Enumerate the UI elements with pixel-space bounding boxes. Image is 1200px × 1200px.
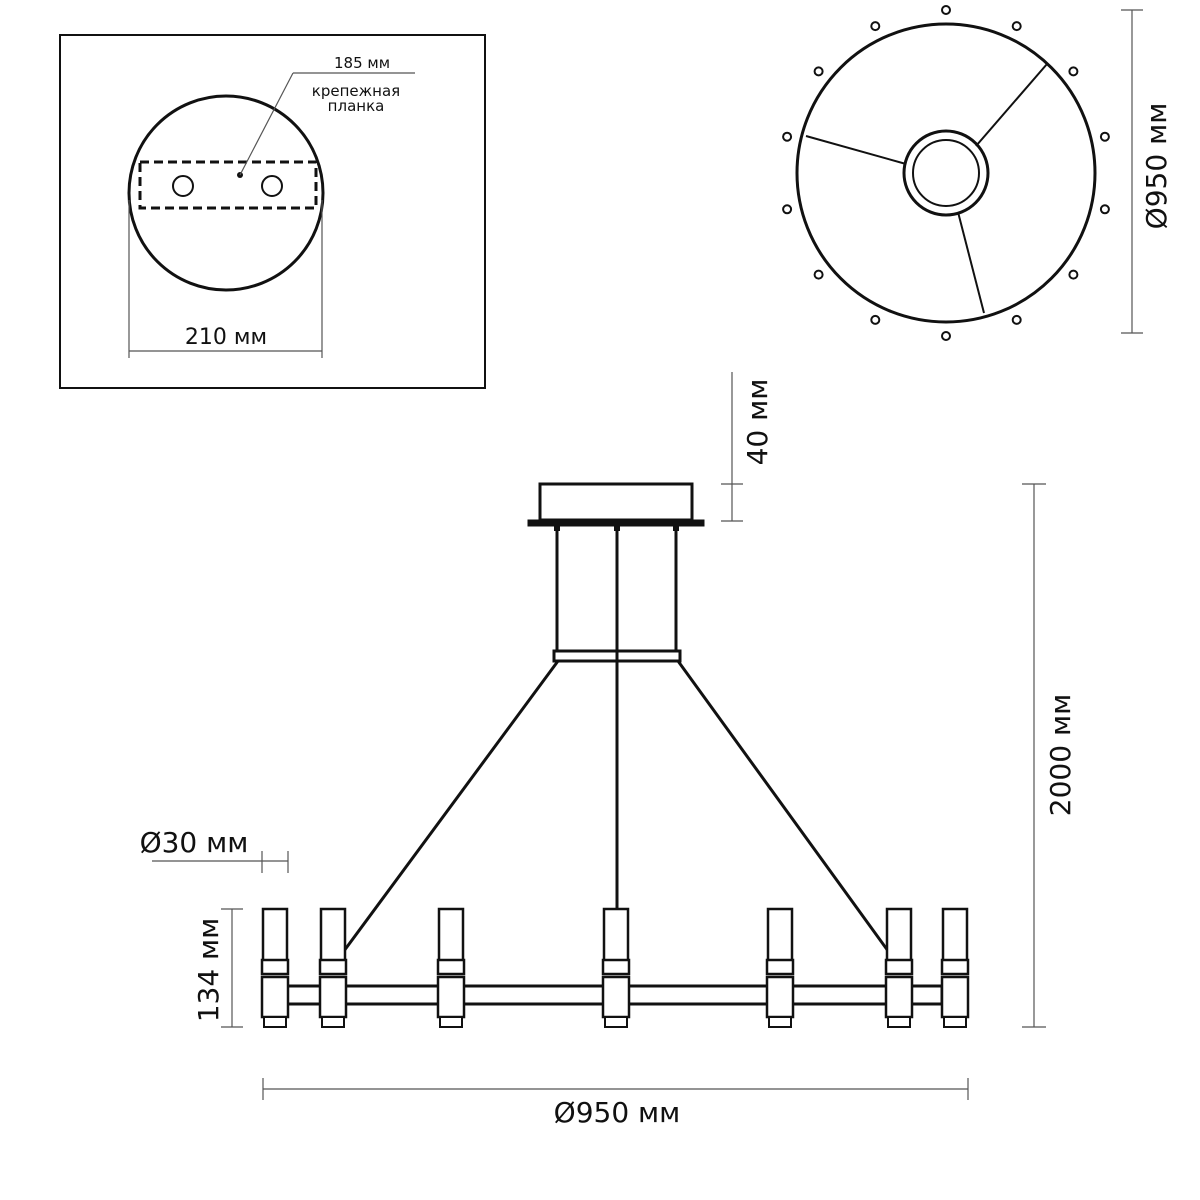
shade-base [604,1016,628,1028]
plate-caption-line2: планка [328,97,385,115]
shade-collar [436,958,466,976]
ring-outer-circle [795,22,1097,324]
shade-base [768,1016,792,1028]
shade-dot [782,204,793,215]
shade-glass [602,907,630,969]
shade-height-label: 134 мм [192,918,225,1023]
side-view: 40 мм Ø30 мм 134 мм 2000 мм Ø950 мм [140,372,1077,1129]
canopy-bolt [673,521,679,531]
shade-holder [940,975,970,1019]
shade-base [943,1016,967,1028]
inset-frame [59,34,486,389]
shade-diameter-label: Ø30 мм [140,826,249,859]
mounting-hole-right [261,175,283,197]
shade-dot [941,5,951,15]
shade-holder [601,975,631,1019]
shade-holder [884,975,914,1019]
shade-collar [601,958,631,976]
shade-glass [261,907,289,969]
canopy-box [538,482,694,522]
cable-right [676,660,893,956]
total-height-label: 2000 мм [1044,694,1077,816]
lamp-shade [436,907,466,1028]
shade-dot [1099,131,1110,142]
lamp-shade [260,907,290,1028]
shade-base [439,1016,463,1028]
lamp-shade [884,907,914,1028]
shade-dot [1068,66,1079,77]
shade-holder [260,975,290,1019]
lamp-shade [940,907,970,1028]
shade-base [887,1016,911,1028]
spoke-lower [957,211,985,314]
lamp-shade [601,907,631,1028]
ring-diameter-label: Ø950 мм [554,1096,681,1129]
lamp-shades [260,907,970,1028]
canopy-circle [127,94,325,292]
shade-dot [813,66,824,77]
shade-collar [765,958,795,976]
plate-width-label: 185 мм [334,54,390,72]
plate-caption-line1: крепежная [312,82,400,100]
shade-base [263,1016,287,1028]
canopy-diameter-label: 210 мм [185,325,267,350]
center-hub-outer [902,129,990,217]
shade-dot [1099,204,1110,215]
shade-glass [766,907,794,969]
canopy-inset: 185 мм крепежная планка 210 мм [59,34,486,389]
shade-dot [1011,21,1022,32]
mounting-plate [138,160,318,210]
shade-glass [941,907,969,969]
canopy-height-label: 40 мм [741,379,774,466]
spoke-upper-right [975,63,1048,147]
shade-dots [782,5,1110,341]
shade-collar [318,958,348,976]
shade-dot [813,269,824,280]
top-view: Ø950 мм [782,5,1173,341]
shade-glass [319,907,347,969]
cable-left [339,660,560,956]
lamp-shade [318,907,348,1028]
shade-holder [765,975,795,1019]
shade-holder [436,975,466,1019]
canopy-bolt [554,521,560,531]
shade-holder [318,975,348,1019]
canopy-bolt [614,521,620,531]
shade-collar [884,958,914,976]
shade-dot [1011,314,1022,325]
top-view-diameter-label: Ø950 мм [1140,103,1173,230]
lamp-shade [765,907,795,1028]
shade-base [321,1016,345,1028]
shade-dot [870,21,881,32]
shade-dot [782,131,793,142]
plate-leader-line [239,72,294,176]
upper-ring [552,649,682,663]
shade-collar [260,958,290,976]
mounting-hole-left [172,175,194,197]
shade-collar [940,958,970,976]
shade-dot [1068,269,1079,280]
shade-glass [885,907,913,969]
spoke-left [805,135,907,165]
shade-dot [941,331,951,341]
shade-dot [870,314,881,325]
center-hub-inner [912,139,980,207]
shade-glass [437,907,465,969]
